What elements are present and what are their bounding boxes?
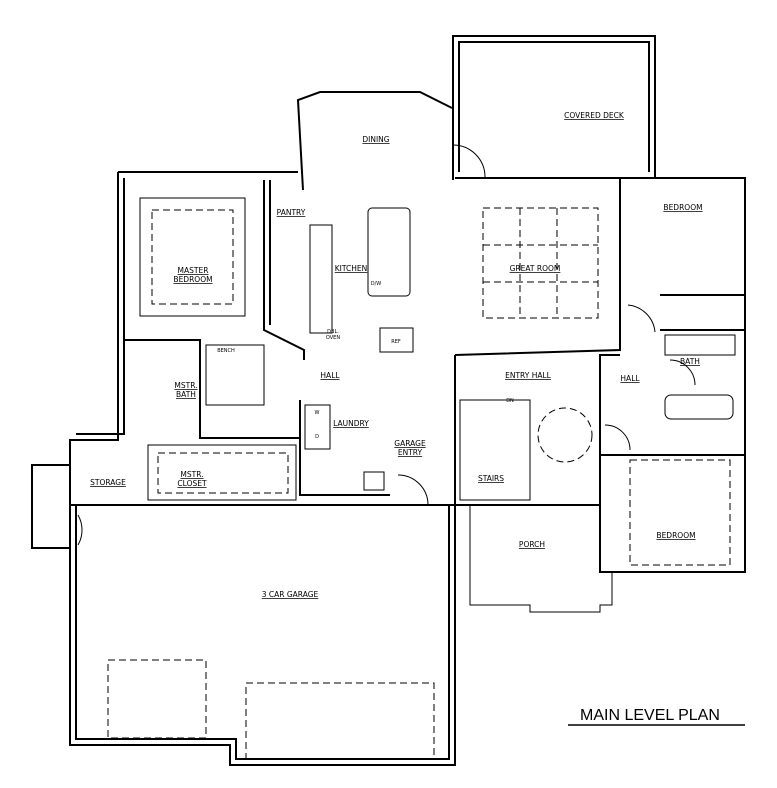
label-mstr-bath-1: MSTR. <box>174 381 197 390</box>
label-mstr-closet-1: MSTR. <box>180 470 203 479</box>
label-dw: D/W <box>371 281 382 287</box>
label-garage-entry-1: GARAGE <box>394 439 426 448</box>
label-dn: DN <box>506 398 514 404</box>
label-storage: STORAGE <box>90 478 126 487</box>
label-laundry: LAUNDRY <box>333 419 369 428</box>
label-kitchen: KITCHEN <box>335 264 368 273</box>
doors <box>77 144 696 546</box>
label-covered-deck: COVERED DECK <box>564 111 625 120</box>
label-bedroom-ne: BEDROOM <box>663 203 702 212</box>
label-oven-1: DBL. <box>327 329 339 335</box>
label-dryer: D <box>315 434 319 440</box>
room-labels: COVERED DECK DINING BEDROOM PANTRY MASTE… <box>90 111 702 599</box>
label-master-bedroom-2: BEDROOM <box>173 275 212 284</box>
interior-walls <box>70 178 745 760</box>
label-stairs: STAIRS <box>478 474 504 483</box>
label-bath: BATH <box>680 357 700 366</box>
fixture-labels: BENCH DBL. OVEN REF D/W DN W D <box>217 281 514 440</box>
label-washer: W <box>315 410 320 416</box>
label-mstr-bath-2: BATH <box>176 390 196 399</box>
label-oven-2: OVEN <box>326 335 340 341</box>
label-ref: REF <box>391 339 401 345</box>
label-hall-right: HALL <box>620 374 640 383</box>
label-hall-center: HALL <box>320 371 340 380</box>
label-bench: BENCH <box>217 348 235 354</box>
label-pantry: PANTRY <box>277 208 306 217</box>
label-great-room: GREAT ROOM <box>510 264 561 273</box>
label-garage-entry-2: ENTRY <box>398 448 423 457</box>
label-porch: PORCH <box>519 540 545 549</box>
label-dining: DINING <box>362 135 389 144</box>
label-garage: 3 CAR GARAGE <box>262 590 319 599</box>
exterior-walls <box>31 35 746 766</box>
label-master-bedroom-1: MASTER <box>178 266 209 275</box>
label-entry-hall: ENTRY HALL <box>505 371 552 380</box>
plan-title: MAIN LEVEL PLAN <box>580 707 720 724</box>
label-mstr-closet-2: CLOSET <box>177 479 207 488</box>
label-bedroom-se: BEDROOM <box>656 531 695 540</box>
